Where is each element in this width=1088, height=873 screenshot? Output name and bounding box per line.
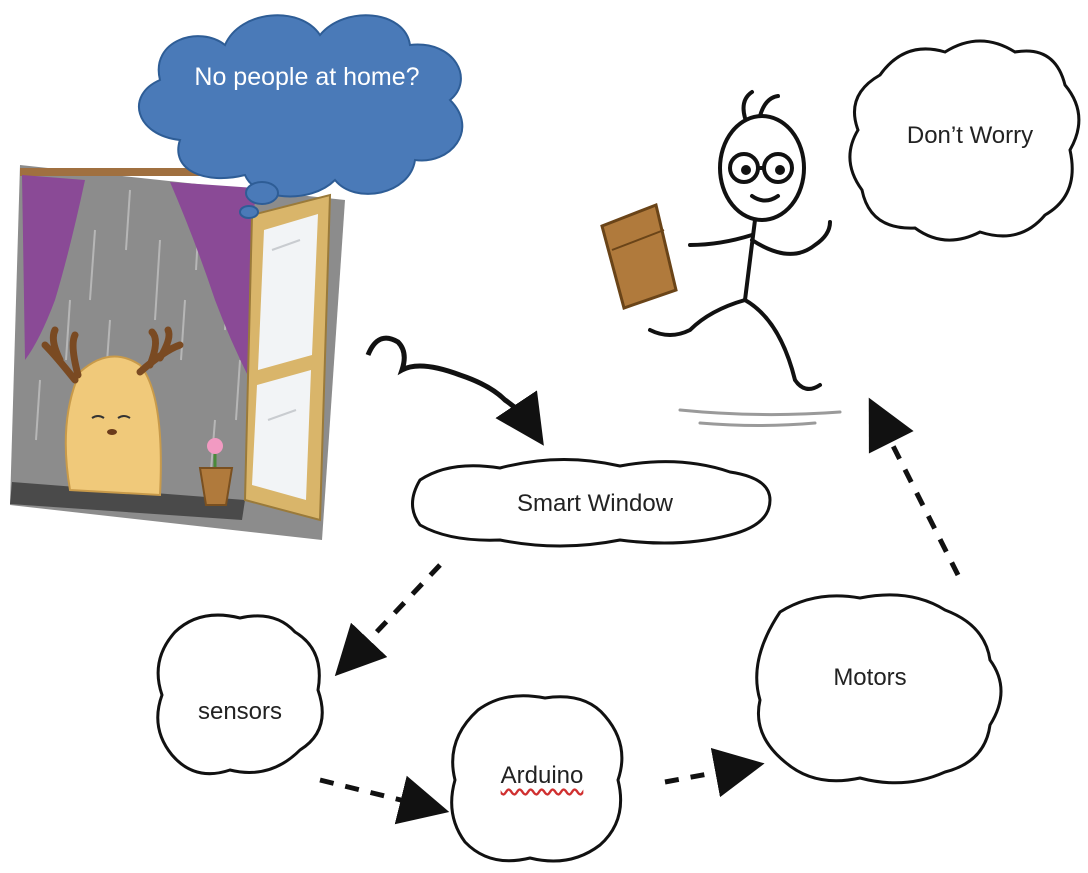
right-curtain [170,182,255,380]
flower-pot [198,438,234,506]
arrow-sensors-to-arduino [319,775,450,825]
moose-character [41,326,184,497]
arrow-motors-to-stick-man [868,397,961,577]
dont-worry-cloud [848,39,1081,242]
curvy-arrow-to-smart-window [365,335,544,446]
arduino-label: Arduino [487,762,597,791]
arduino-label-text: Arduino [500,762,584,789]
open-window-pane [243,193,332,522]
motors-label: Motors [833,664,907,691]
sensors-label: sensors [197,698,283,725]
arduino-cloud [450,694,624,863]
briefcase-icon [600,202,678,310]
arrow-smart-window-to-sensors [334,563,442,677]
window-sill [10,482,245,520]
smart-window-cloud [411,458,772,548]
dont-worry-label: Don’t Worry [906,122,1034,149]
sensors-cloud [156,613,324,776]
dashed-arrows [319,397,961,825]
arrow-arduino-to-motors [664,748,765,798]
running-stick-man-with-briefcase [648,90,842,427]
thought-bubble-text: No people at home? [194,63,420,91]
moose-at-window-illustration [10,165,345,540]
motors-cloud [755,593,1003,785]
left-curtain [22,175,85,360]
thought-bubble [137,14,464,219]
curtain-rod [20,168,260,176]
smart-window-label: Smart Window [516,490,674,517]
